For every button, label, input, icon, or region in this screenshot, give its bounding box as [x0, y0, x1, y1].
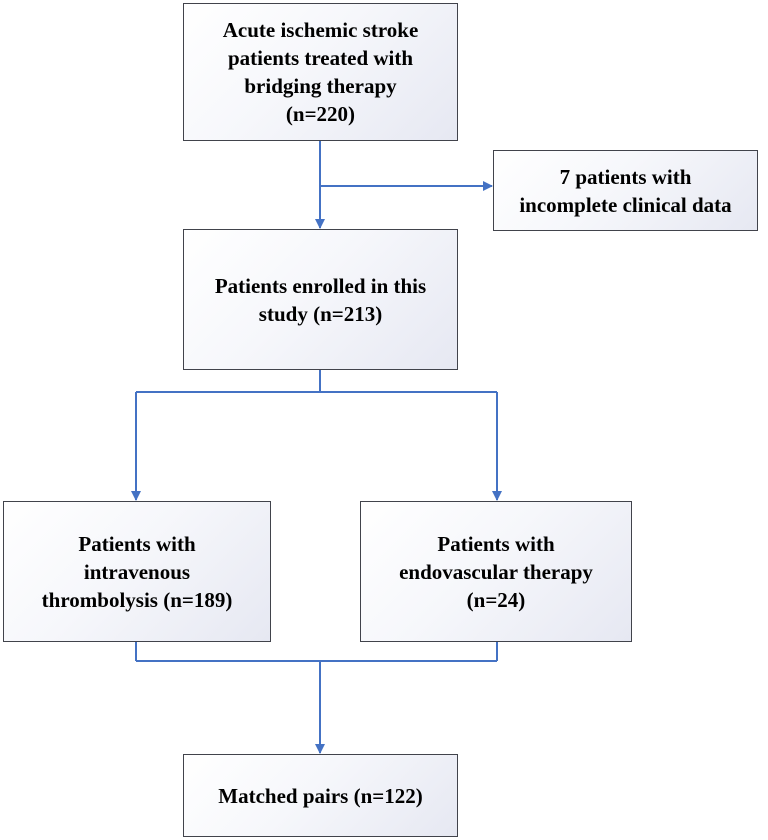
box-excluded-line-1: 7 patients with	[559, 164, 692, 189]
box-endovascular-line-2: endovascular therapy	[399, 559, 593, 584]
box-endovascular-line-1: Patients with	[437, 531, 555, 556]
box-enrolled-line-1: Patients enrolled in this	[214, 273, 427, 298]
box-endovascular-line-3: (n=24)	[466, 587, 526, 612]
box-enrolled-line-2: study (n=213)	[258, 301, 383, 326]
box-endovascular-therapy: Patients with endovascular therapy (n=24…	[360, 501, 632, 642]
box-enrolled: Patients enrolled in this study (n=213)	[183, 229, 458, 370]
box-initial-line-2: patients treated with	[227, 46, 414, 70]
box-intravenous-thrombolysis: Patients with intravenous thrombolysis (…	[3, 501, 271, 642]
box-excluded: 7 patients with incomplete clinical data	[493, 150, 758, 231]
box-initial-population: Acute ischemic stroke patients treated w…	[183, 3, 458, 141]
box-intravenous-line-1: Patients with	[78, 531, 196, 556]
box-matched-pairs: Matched pairs (n=122)	[183, 754, 458, 837]
box-excluded-line-2: incomplete clinical data	[519, 192, 732, 217]
box-intravenous-line-2: intravenous	[83, 559, 191, 584]
box-intravenous-line-3: thrombolysis (n=189)	[41, 587, 233, 612]
box-initial-line-4: (n=220)	[285, 102, 356, 126]
box-matched-line-1: Matched pairs (n=122)	[218, 783, 423, 808]
box-initial-line-3: bridging therapy	[244, 74, 397, 98]
box-initial-line-1: Acute ischemic stroke	[222, 18, 419, 42]
